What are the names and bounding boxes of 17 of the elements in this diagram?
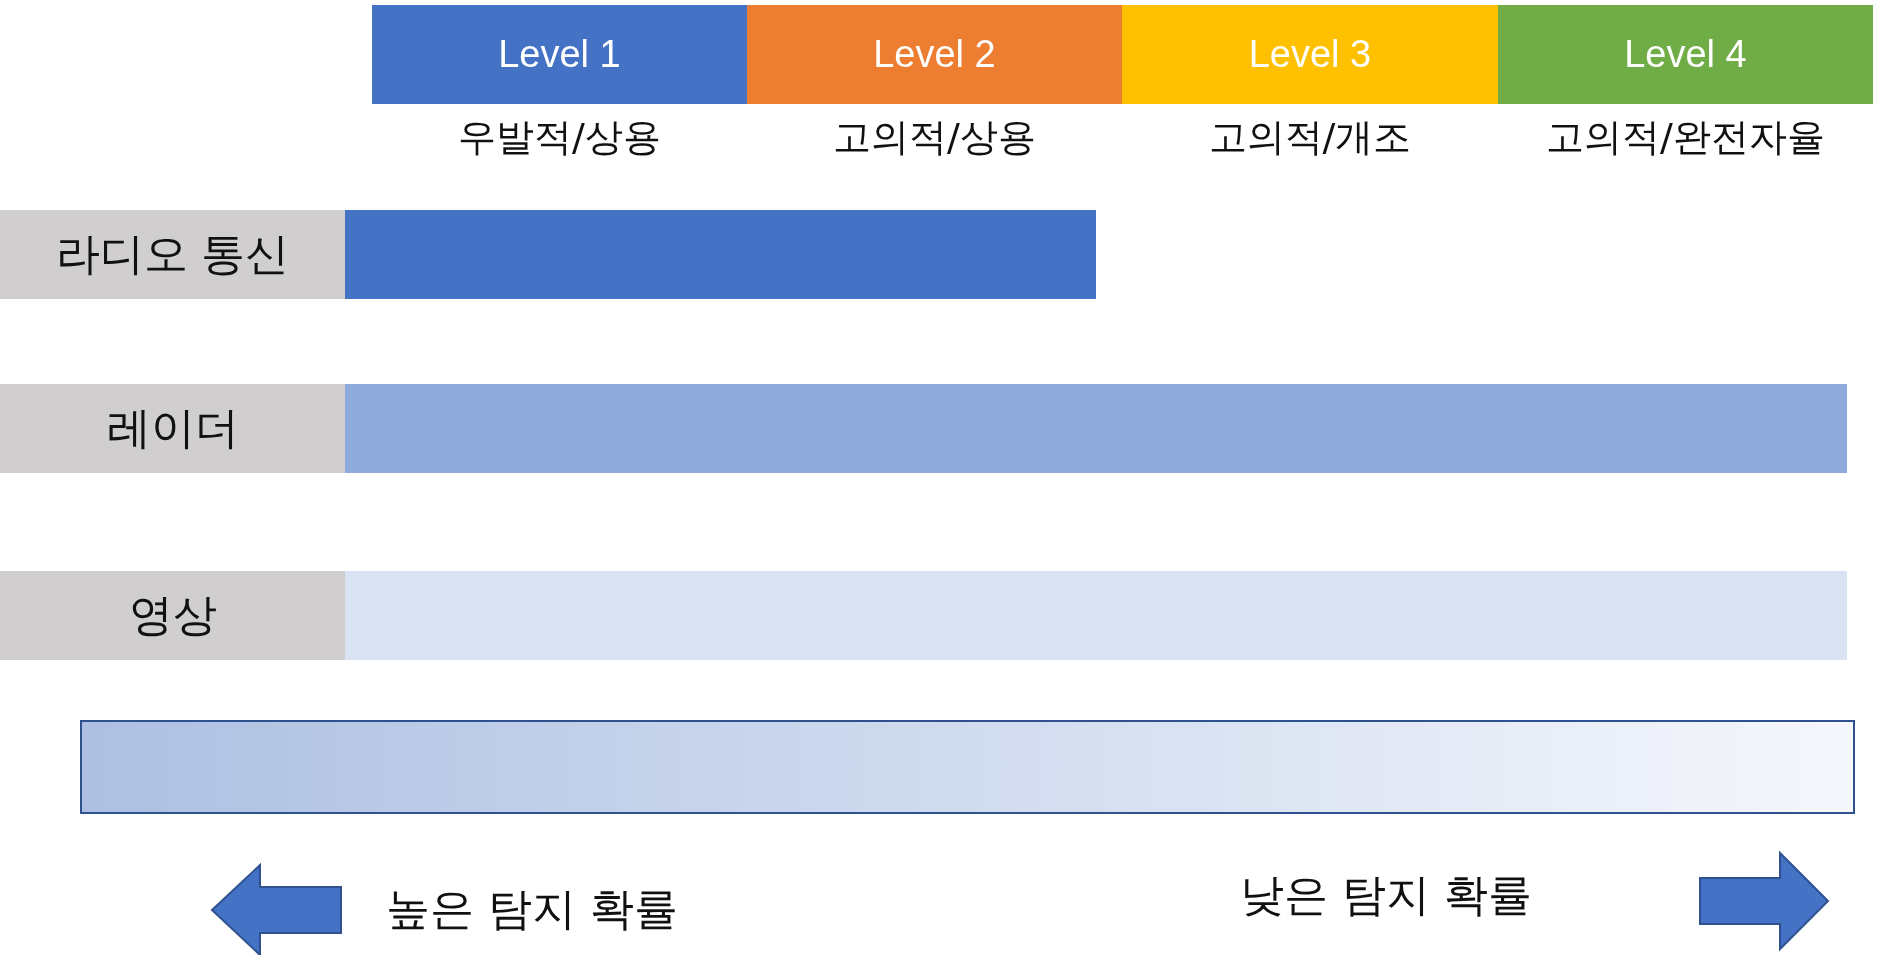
level-header: Level 4: [1498, 5, 1873, 104]
level-header: Level 1: [372, 5, 747, 104]
level-description: 고의적/완전자율: [1546, 114, 1825, 161]
level-description: 고의적/상용: [833, 114, 1036, 161]
level-header: Level 3: [1122, 5, 1498, 104]
detection-probability-label: 낮은 탐지 확률: [1240, 868, 1532, 922]
gradient-bar: [80, 720, 1855, 814]
coverage-bar: [345, 210, 1096, 299]
level-description: 고의적/개조: [1208, 114, 1412, 161]
level-header: Level 2: [747, 5, 1122, 104]
category-label: 라디오 통신: [0, 210, 345, 299]
detection-probability-label: 높은 탐지 확률: [386, 882, 678, 936]
level-description: 우발적/상용: [458, 114, 661, 161]
category-label: 레이더: [0, 384, 345, 473]
coverage-bar: [345, 384, 1847, 473]
coverage-bar: [345, 571, 1847, 660]
category-label: 영상: [0, 571, 345, 660]
